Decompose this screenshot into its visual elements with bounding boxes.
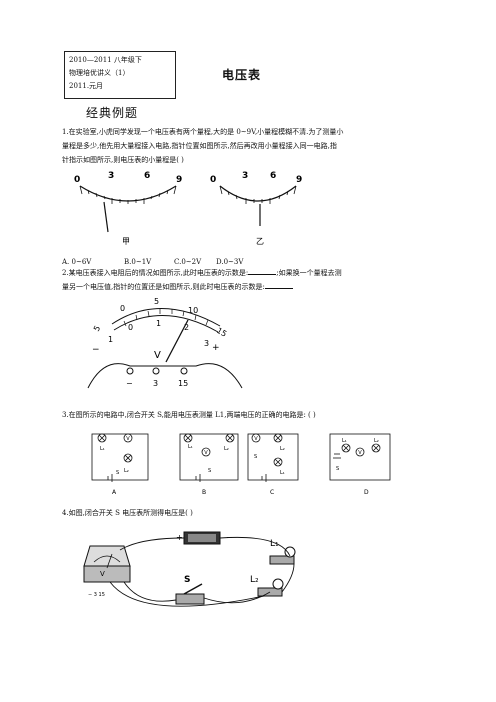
q2-voltmeter-figure: 0 5 10 15 5 1 0 1 2 3 − + V − 3 15 [87,297,243,389]
q3-c-v: V [254,436,258,442]
q1-jia-needle [103,201,109,233]
q1-line-2: 量程是多少,他先用大量程接入电路,指针位置如图所示,然后再改用小量程接入同一电路… [62,142,337,150]
q1-label-yi: 乙 [256,237,264,246]
q1-yi-tick-3: 3 [242,171,248,181]
header-info-box: 2010—2011 八年级下 物理培优讲义（1） 2011.元月 [64,51,176,99]
q3-d-l1: L₁ [342,438,347,444]
q4-lamp-l1: L₁ [269,539,296,565]
header-line-grade: 2010—2011 八年级下 [69,56,142,64]
q1-jia-tick-3: 3 [108,171,114,181]
q1-jia-tick-9: 9 [176,175,182,185]
q3-label-c: C [270,489,274,496]
q3-b-v: V [204,450,208,456]
q2-inner-1: 1 [156,319,161,328]
q3-b-s: S [208,468,211,474]
q1-dial-yi: 0 3 6 9 乙 [210,171,302,246]
q2-answer-blank-2[interactable] [264,281,293,289]
q2-outer-5: 5 [154,297,159,306]
q3-b-l1: L₁ [188,444,193,450]
q4-l1-label: L₁ [270,539,279,549]
q1-dials-figure: 0 3 6 9 甲 0 3 6 9 乙 [74,171,302,246]
q4-lamp-l2: L₂ [250,575,284,597]
q3-d-s: S [336,466,339,472]
q2-inner-0: 0 [128,323,133,332]
section-heading: 经典例题 [86,106,139,120]
q1-yi-tick-6: 6 [270,171,276,181]
q3-label-b: B [202,489,206,496]
q2-meter-v: V [154,350,161,361]
q1-yi-tick-0: 0 [210,175,216,185]
q2-outer-15: 15 [215,326,228,339]
q3-circuits-figure: V L₁ L₂ S A V L₁ L₂ S B V L₂ L₁ S C V L₁… [91,433,391,496]
q1-option-d: D.0~3V [216,258,244,266]
q3-d-v: V [358,450,362,456]
header-line-date: 2011.元月 [69,82,104,90]
q1-option-b: B.0~1V [124,258,152,266]
q3-c-s: S [254,454,257,460]
q3-c-l2: L₂ [280,446,285,452]
q3-label-d: D [364,489,369,496]
q3-b-l2: L₂ [224,446,229,452]
q2-line-1: 2.某电压表接入电阻后的情况如图所示,此时电压表的示数是: ;如果换一个量程去测 [62,266,342,280]
q4-circuit-figure: V − 3 15 + − S L₁ L₂ [83,531,296,607]
q3-label-a: A [112,489,117,496]
q4-voltmeter-v: V [100,570,105,578]
q3-d-l2: L₂ [374,438,379,444]
q4-voltmeter: V − 3 15 [83,545,131,598]
q1-line-3: 针指示如图所示,则电压表的小量程是( ) [62,156,184,164]
q2-line-2-text: 量另一个电压值,指针的位置还是如图所示,则此时电压表的示数是: [62,283,265,291]
q2-inner-1-left: 1 [108,335,113,344]
q1-dial-jia: 0 3 6 9 甲 [74,171,182,246]
q2-minus-sign: − [92,345,100,355]
header-line-course: 物理培优讲义（1） [69,69,130,77]
q1-option-a: A. 0~6V [62,258,92,266]
q2-answer-blank-1[interactable] [248,267,277,275]
q1-text: 1.在实验室,小虎同学发现一个电压表有两个量程,大的是 0~9V,小量程模糊不清… [62,125,343,167]
q3-c-l1: L₁ [280,470,285,476]
q4-l2-label: L₂ [250,575,259,585]
q2-outer-10: 10 [188,306,198,315]
q2-text: 2.某电压表接入电阻后的情况如图所示,此时电压表的示数是:;如果换一个量程去测 … [62,266,342,294]
q2-terminal-3: 3 [153,379,158,388]
q2-needle [165,319,189,363]
q1-yi-tick-9: 9 [296,175,302,185]
q4-switch-label: S [184,575,190,585]
q4-switch[interactable]: S [175,575,205,605]
q3-a-s: S [116,470,119,476]
q3-text: 3.在图所示的电路中,闭合开关 S,能用电压表测量 L1,两端电压的正确的电路是… [62,411,316,419]
q2-inner-3: 3 [204,339,209,348]
q3-a-v: V [126,436,130,442]
q2-inner-2: 2 [184,323,189,332]
q4-wires [109,536,295,607]
q4-meter-terms: − 3 15 [88,592,105,598]
q2-terminal-minus: − [126,379,133,388]
q2-plus-sign: + [212,343,220,353]
q2-line-1-b: ;如果换一个量程去测 [276,269,342,277]
q2-outer-0: 0 [120,304,125,313]
q4-battery-plus: + [176,533,183,542]
q1-label-jia: 甲 [122,237,130,246]
q2-line-1-a: 2.某电压表接入电阻后的情况如图所示,此时电压表的示数是: [62,269,249,277]
q2-outer-5-left: 5 [92,324,102,333]
page-title: 电压表 [222,68,262,82]
q3-a-l2: L₂ [124,468,129,474]
q1-option-c: C.0~2V [174,258,202,266]
q1-line-1: 1.在实验室,小虎同学发现一个电压表有两个量程,大的是 0~9V,小量程模糊不清… [62,128,344,136]
q2-terminal-15: 15 [178,379,188,388]
q3-a-l1: L₁ [100,446,105,452]
q4-text: 4.如图,闭合开关 S 电压表所测得电压是( ) [62,509,193,517]
q2-line-2: 量另一个电压值,指针的位置还是如图所示,则此时电压表的示数是: [62,280,342,294]
q1-jia-tick-0: 0 [74,175,80,185]
q1-jia-tick-6: 6 [144,171,150,181]
